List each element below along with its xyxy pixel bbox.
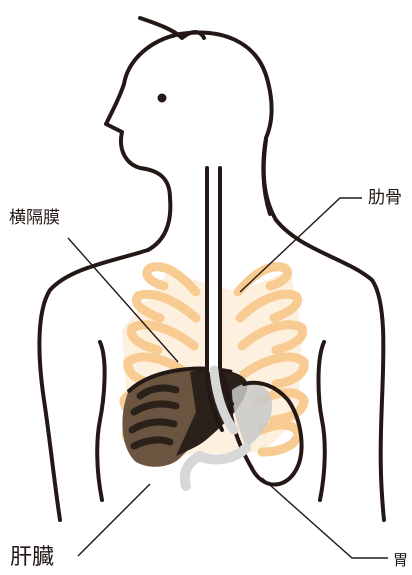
leader-liver	[78, 484, 150, 556]
head-outline	[106, 33, 272, 214]
arm-left-inner	[97, 342, 104, 500]
label-liver: 肝臓	[10, 547, 54, 569]
arm-right-inner	[319, 342, 325, 500]
label-ribs: 肋骨	[368, 190, 402, 207]
eye	[158, 94, 167, 103]
label-stomach: 胃	[393, 553, 408, 568]
label-diaphragm: 横隔膜	[9, 210, 60, 227]
leader-stomach	[262, 478, 388, 558]
neck-right	[264, 140, 276, 220]
duodenum	[185, 456, 200, 486]
neck-left	[148, 198, 170, 250]
